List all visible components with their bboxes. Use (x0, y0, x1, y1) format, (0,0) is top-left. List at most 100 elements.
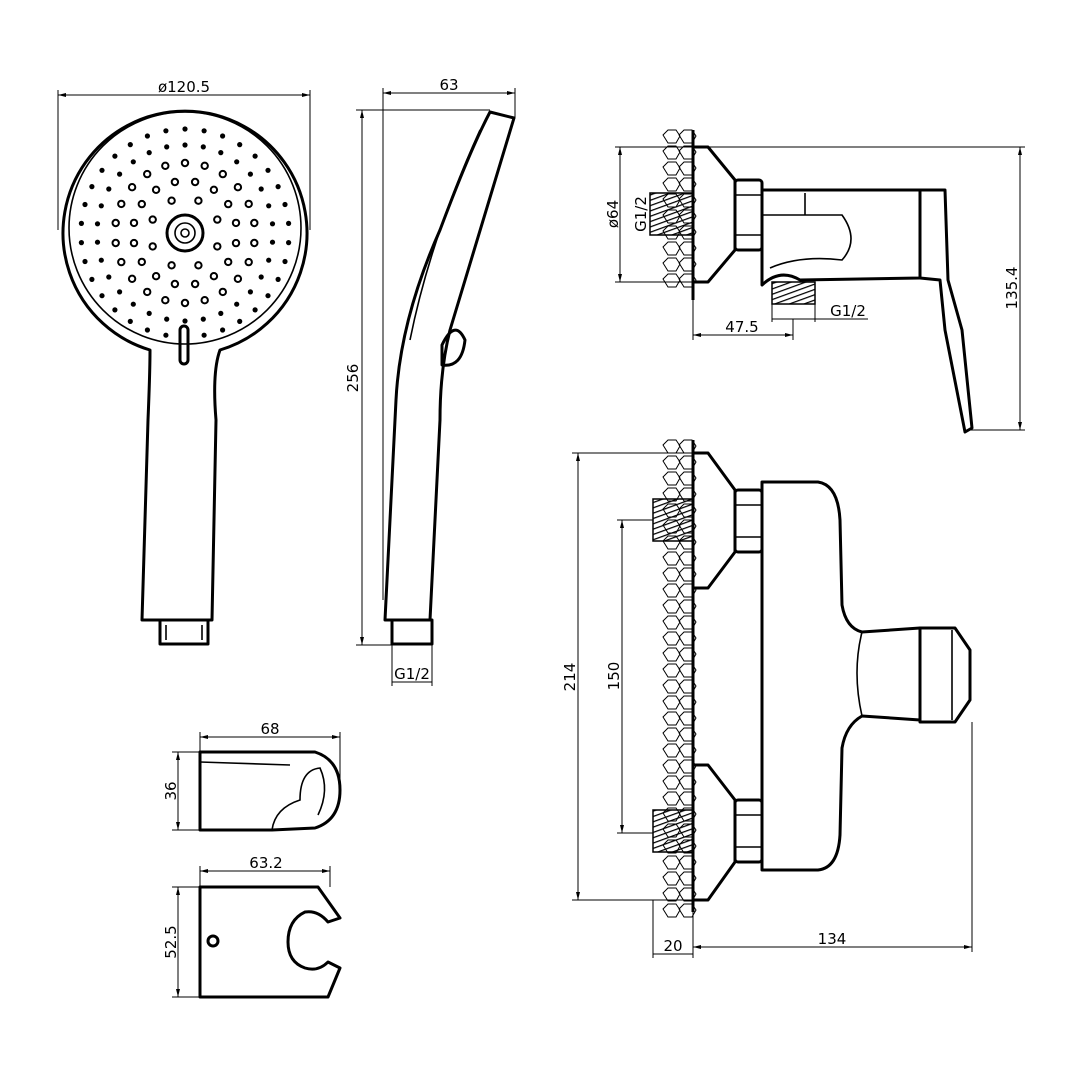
nozzle (167, 261, 176, 270)
nozzle (190, 177, 200, 187)
nozzle (266, 257, 272, 263)
nozzle (111, 238, 120, 248)
nozzle (127, 183, 137, 192)
nozzle (180, 298, 190, 308)
nozzle (218, 310, 224, 316)
nozzle (99, 167, 105, 173)
nozzle (252, 153, 258, 159)
nozzle (129, 238, 139, 248)
stone (678, 679, 697, 694)
nozzle (143, 287, 152, 297)
nozzle (218, 169, 228, 179)
stone (678, 791, 697, 806)
nozzle (106, 274, 112, 280)
nozzle (182, 126, 188, 132)
nozzle (224, 257, 233, 267)
nozzle (144, 133, 150, 139)
nozzle (218, 150, 224, 156)
nozzle (117, 257, 126, 267)
height-label: 135.4 (1003, 267, 1021, 310)
stone (678, 727, 697, 742)
nozzle (127, 274, 137, 283)
nozzle (286, 240, 292, 246)
stone (662, 241, 681, 256)
nozzle (234, 159, 240, 165)
nozzle (127, 142, 133, 148)
stone (678, 711, 697, 726)
nozzle (99, 293, 105, 299)
nozzle (201, 332, 207, 338)
nozzle (111, 218, 120, 228)
stone (662, 727, 681, 742)
nozzle (200, 296, 209, 305)
nozzle (275, 276, 281, 282)
nozzle (89, 276, 95, 282)
stone (678, 775, 697, 790)
nozzle (201, 128, 207, 134)
nozzle (237, 142, 243, 148)
nozzle (117, 289, 123, 295)
stone (662, 855, 681, 870)
stone (678, 161, 697, 176)
nozzle (164, 316, 170, 322)
nozzle (170, 279, 180, 289)
nozzle-pattern (78, 126, 292, 338)
handshower-side-view: 63 256 G1/2 (344, 76, 516, 686)
stone (678, 471, 697, 486)
stone (662, 871, 681, 886)
stone (678, 663, 697, 678)
nozzle (89, 184, 95, 190)
stone (678, 551, 697, 566)
nozzle (143, 169, 152, 179)
nozzle (234, 301, 240, 307)
stone (678, 145, 697, 160)
nozzle (151, 185, 161, 195)
outlet-offset-label: 47.5 (725, 318, 758, 336)
nozzle (94, 221, 101, 227)
length-label: 256 (344, 364, 362, 393)
diameter-label: ø120.5 (158, 78, 210, 96)
nozzle (269, 239, 276, 245)
stone (662, 631, 681, 646)
nozzle (247, 171, 253, 177)
nozzle (200, 316, 206, 322)
stone (662, 679, 681, 694)
stone (678, 887, 697, 902)
nozzle (137, 257, 147, 267)
nozzle (163, 332, 169, 338)
nozzle (98, 203, 104, 209)
stone (678, 743, 697, 758)
nozzle (82, 201, 88, 208)
nozzle (213, 215, 222, 224)
valve-side-view: ø64 G1/2 G1/2 47.5 135.4 (604, 129, 1025, 434)
stone (678, 871, 697, 886)
stone (662, 273, 681, 288)
stone (678, 455, 697, 470)
nozzle (194, 196, 203, 205)
nozzle (82, 258, 88, 265)
stone (662, 177, 681, 192)
nozzle (224, 199, 233, 209)
handshower-front-view: ø120.5 (57, 78, 311, 646)
height-label: 214 (561, 663, 579, 692)
nozzle (130, 301, 136, 307)
mode-switch (178, 324, 190, 366)
nozzle (163, 128, 169, 134)
stone (662, 567, 681, 582)
stone (678, 631, 697, 646)
stone (678, 903, 697, 918)
nozzle (129, 218, 139, 228)
stone (662, 471, 681, 486)
stone (678, 695, 697, 710)
holder-top-view: 68 36 (162, 720, 342, 832)
stone (662, 663, 681, 678)
inlet-thread-label: G1/2 (632, 196, 650, 232)
width-label: 63 (439, 76, 458, 94)
nozzle (233, 274, 243, 283)
nozzle (117, 171, 123, 177)
nozzle (144, 327, 150, 333)
stone (678, 257, 697, 272)
nozzle (209, 272, 219, 281)
nozzle (250, 238, 259, 248)
nozzle (244, 199, 253, 209)
